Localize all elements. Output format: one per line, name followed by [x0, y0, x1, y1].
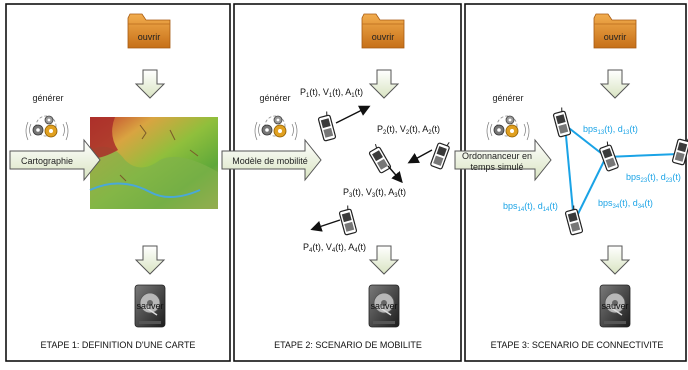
stage-3-save-label: sauver [601, 301, 628, 311]
stage-1-generate-label: générer [32, 93, 63, 103]
stage-2-frame [233, 3, 462, 362]
stage-1-open-folder[interactable]: ouvrir [127, 13, 171, 49]
link-3-4 [573, 156, 607, 223]
cartographie-arrow: Cartographie [9, 138, 101, 182]
mobility-model-arrow: Modèle de mobilité [221, 138, 322, 182]
stage-2-save-label: sauver [370, 301, 397, 311]
stage-2-open-label: ouvrir [372, 32, 395, 42]
mobile-node-4: P4(t), V4(t), A4(t) [303, 204, 366, 254]
stage-2-generate-label: générer [259, 93, 290, 103]
connectivity-links [564, 124, 680, 223]
node-1-label: P1(t), V1(t), A1(t) [300, 87, 363, 99]
stage-1-title: ETAPE 1: DEFINITION D'UNE CARTE [41, 340, 196, 350]
link-1-4 [564, 124, 575, 223]
link-13-label: bps13(t), d13(t) [583, 124, 638, 136]
node-2-label: P2(t), V2(t), A2(t) [377, 124, 440, 136]
link-14-label: bps14(t), d14(t) [503, 201, 558, 213]
scheduler-label-line1: Ordonnanceur en [462, 151, 532, 161]
node-3-label: P3(t), V3(t), A3(t) [343, 187, 406, 199]
mobile-node-2: P2(t), V2(t), A2(t) [377, 124, 452, 170]
link-1-3 [564, 124, 607, 158]
link-2-3 [605, 153, 680, 158]
stage-3-save-disk[interactable]: sauver [599, 284, 631, 328]
stage-2-save-disk[interactable]: sauver [368, 284, 400, 328]
stage-2-panel: ouvrir générer Modèle de mobilité P1(t),… [221, 3, 462, 362]
stage-2-title: ETAPE 2: SCENARIO DE MOBILITE [274, 340, 422, 350]
scheduler-label-line2: temps simulé [470, 162, 523, 172]
stage-1-open-label: ouvrir [138, 32, 161, 42]
node-4-label: P4(t), V4(t), A4(t) [303, 242, 366, 254]
stage-1-panel: ouvrir générer Cartographie sauver ETAPE… [5, 3, 231, 362]
stage-3-open-folder[interactable]: ouvrir [593, 13, 637, 49]
stage-3-title: ETAPE 3: SCENARIO DE CONNECTIVITE [491, 340, 664, 350]
link-34-label: bps34(t), d34(t) [598, 198, 653, 210]
terrain-map [89, 117, 218, 209]
stage-3-open-label: ouvrir [604, 32, 627, 42]
link-23-label: bps23(t), d23(t) [626, 172, 681, 184]
scheduler-arrow: Ordonnanceur en temps simulé [454, 138, 552, 182]
stage-2-open-folder[interactable]: ouvrir [361, 13, 405, 49]
stage-3-frame [464, 3, 687, 362]
stage-1-save-label: sauver [136, 301, 163, 311]
stage-1-save-disk[interactable]: sauver [134, 284, 166, 328]
cartographie-label: Cartographie [21, 156, 73, 166]
mobility-model-label: Modèle de mobilité [232, 156, 308, 166]
mobile-node-1: P1(t), V1(t), A1(t) [300, 87, 371, 142]
mobile-node-3: P3(t), V3(t), A3(t) [343, 142, 406, 199]
stage-3-generate-label: générer [492, 93, 523, 103]
stage-3-panel: ouvrir générer Ordonnanceur en temps sim… [454, 3, 688, 362]
